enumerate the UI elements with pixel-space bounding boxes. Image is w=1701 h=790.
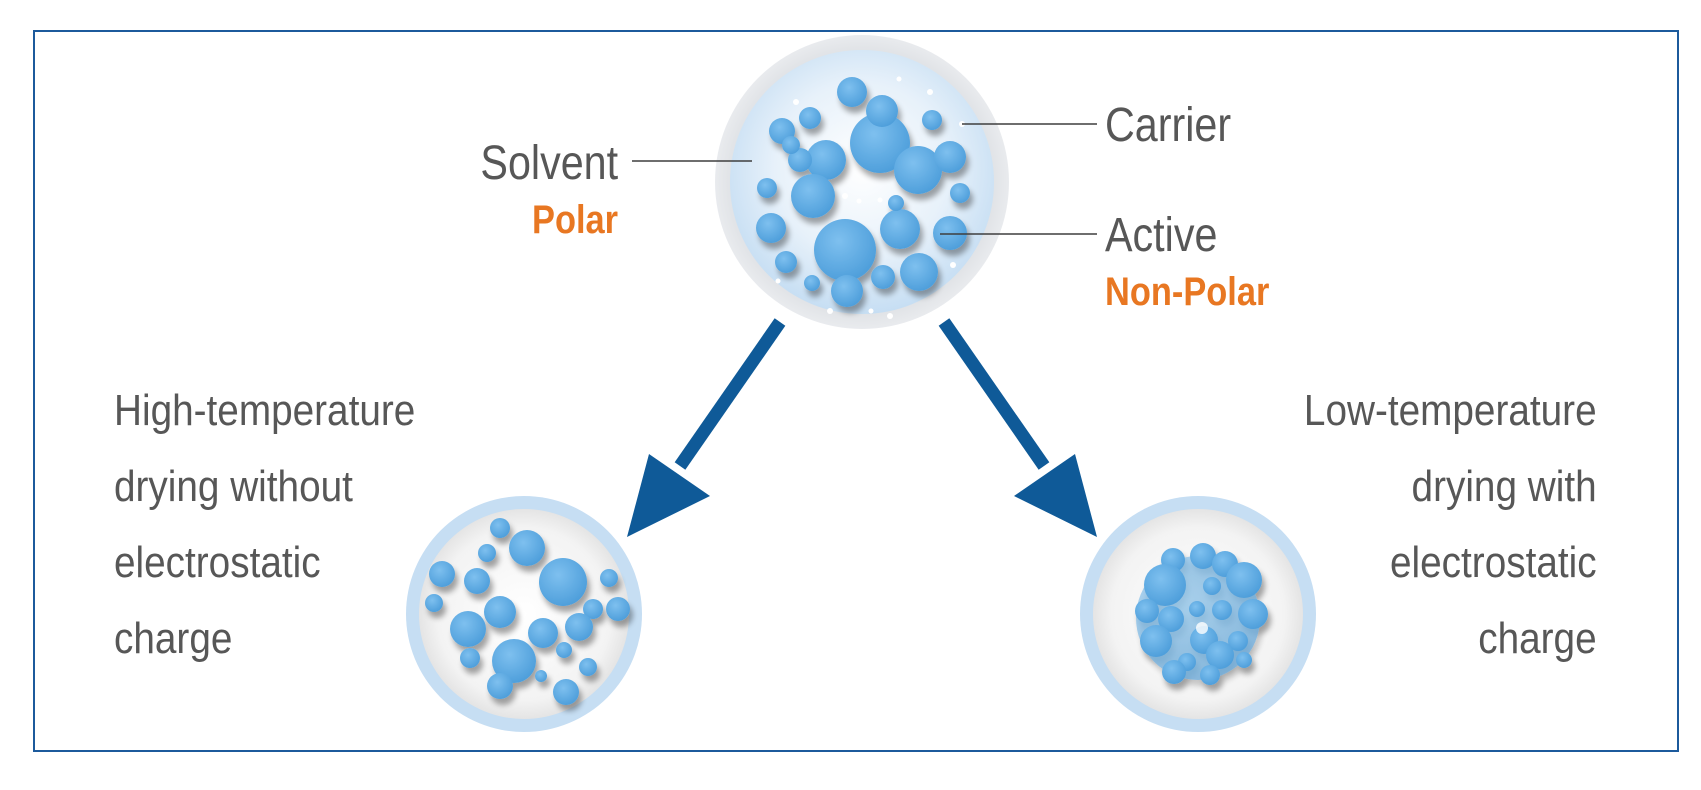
dried-particle-high-temp [406, 496, 642, 732]
low-temp-actives [1135, 543, 1268, 685]
high-temp-caption: High-temperature drying without electros… [114, 373, 415, 677]
high-temp-caption-line: High-temperature [114, 386, 416, 435]
low-temp-caption-line: electrostatic [1390, 538, 1597, 587]
low-temp-caption-line: drying with [1411, 462, 1597, 511]
low-temp-caption-line: charge [1478, 614, 1597, 663]
low-temp-caption: Low-temperature drying with electrostati… [1304, 373, 1597, 677]
low-temp-caption-line: Low-temperature [1304, 386, 1597, 435]
top-particle [715, 35, 1009, 329]
high-temp-caption-line: charge [114, 614, 233, 663]
arrow-left-shaft [674, 318, 786, 470]
arrows [627, 318, 1097, 537]
low-temp-void [1196, 622, 1208, 634]
solvent-polarity-label: Polar [531, 198, 618, 242]
high-temp-caption-line: electrostatic [114, 538, 321, 587]
carrier-label: Carrier [1105, 99, 1232, 152]
high-temp-actives [425, 518, 630, 705]
arrow-right-shaft [938, 318, 1050, 470]
active-polarity-label: Non-Polar [1105, 270, 1270, 314]
active-label: Active [1105, 209, 1218, 262]
high-temp-caption-line: drying without [114, 462, 353, 511]
top-particle-actives [756, 77, 970, 307]
arrow-left-head [627, 454, 710, 537]
dried-particle-low-temp [1080, 496, 1316, 732]
leader-lines [632, 123, 1097, 235]
solvent-label: Solvent [480, 137, 618, 190]
arrow-right-head [1014, 454, 1097, 537]
